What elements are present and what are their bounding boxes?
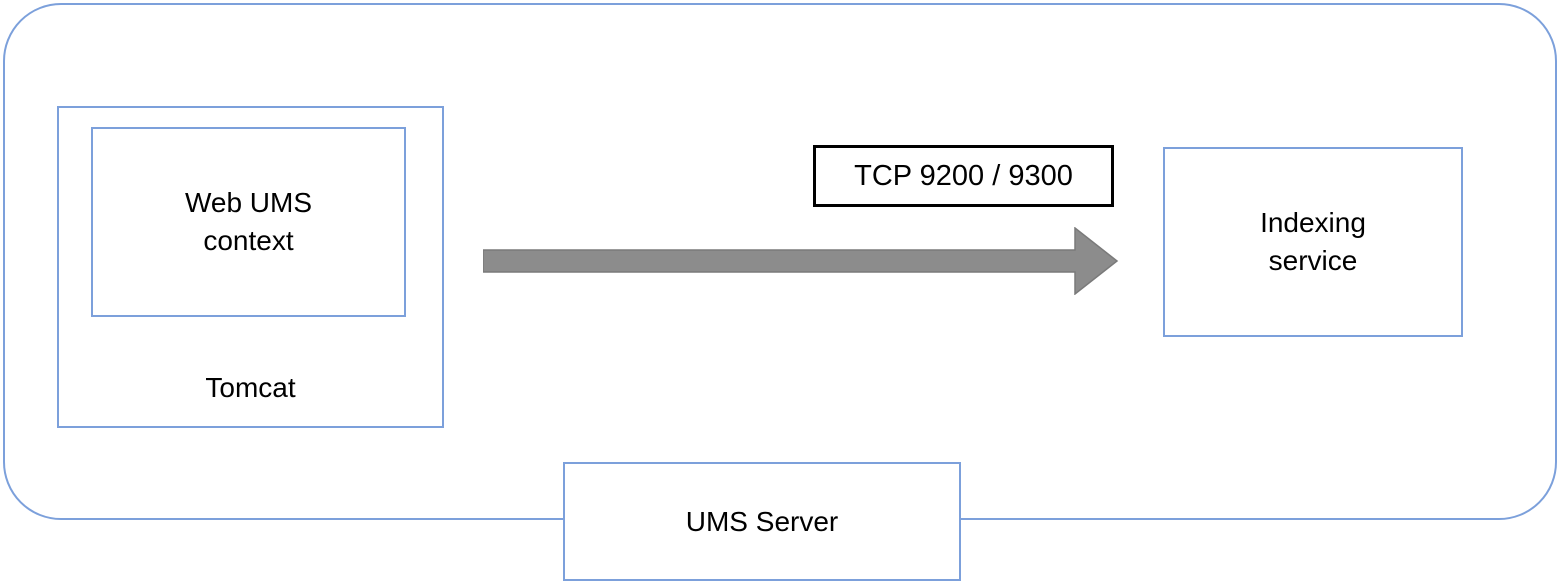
tcp-port-label-box: TCP 9200 / 9300	[813, 145, 1114, 207]
tcp-port-label: TCP 9200 / 9300	[854, 159, 1073, 192]
indexing-service-label: Indexing service	[1260, 207, 1366, 276]
web-ums-context-label: Web UMS context	[184, 187, 313, 256]
tomcat-box	[57, 106, 444, 428]
indexing-service-box: Indexing service	[1163, 147, 1463, 337]
tomcat-label: Tomcat	[205, 372, 296, 403]
web-ums-context-box: Web UMS context	[91, 127, 406, 317]
ums-server-label: UMS Server	[685, 505, 839, 537]
connection-arrow-icon	[483, 227, 1119, 295]
ums-server-label-box: UMS Server	[563, 462, 961, 581]
